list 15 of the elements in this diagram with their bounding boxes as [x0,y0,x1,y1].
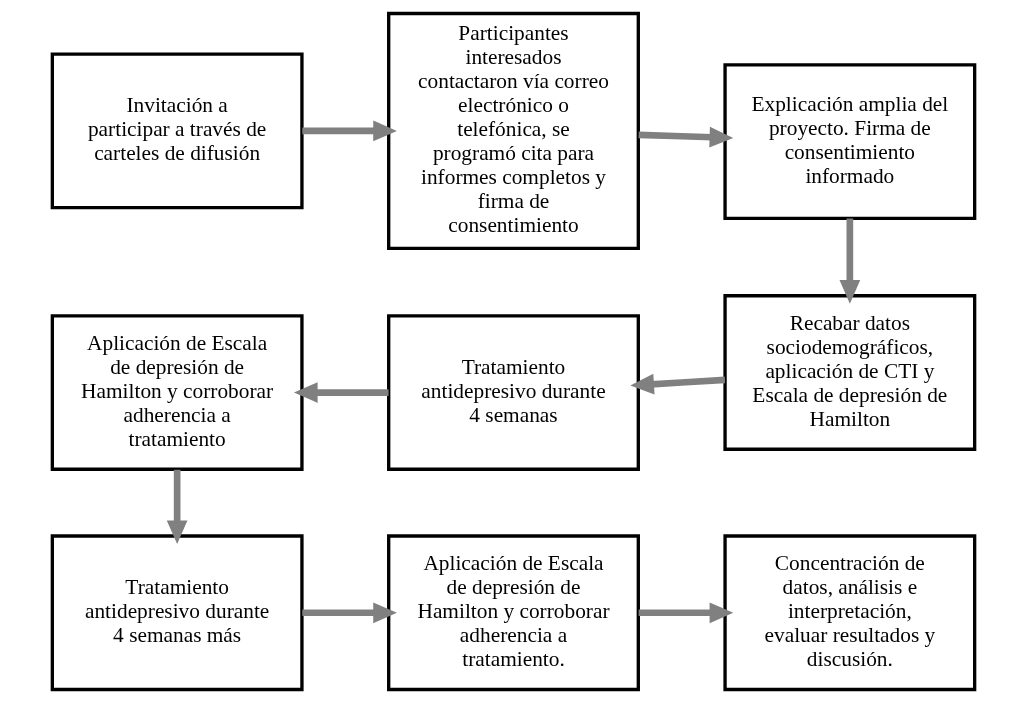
node-box: Concentración de datos, análisis e interpretación, evaluar resultados y discusión. [722,534,976,692]
node-box: Explicación amplia del proyecto. Firma de consentimiento informado [722,63,976,221]
arrow [166,469,187,545]
arrow [301,602,397,624]
node-box: Recabar datos sociodemográficos, aplicación de CTI y Escala de depresión de Hamilton [722,294,976,451]
node-box: Tratamiento antidepresivo durante 4 semanas [386,314,640,471]
arrow [301,120,397,142]
arrow [293,382,389,403]
node-box: Aplicación de Escala de depresión de Hamilton y corroborar adherencia a tratamiento. [386,534,640,692]
node-box: Tratamiento antidepresivo durante 4 semanas más [50,534,304,692]
node-box: Participantes interesados contactaron vía correo electrónico o telefónica, se programó cita para informes completos y firma de consentimiento [386,11,640,251]
arrow [629,373,725,395]
node-box: Invitación a participar a través de carteles de difusión [50,52,304,210]
node-box: Aplicación de Escala de depresión de Hamilton y corroborar adherencia a tratamiento [50,314,304,471]
arrow [839,218,860,304]
